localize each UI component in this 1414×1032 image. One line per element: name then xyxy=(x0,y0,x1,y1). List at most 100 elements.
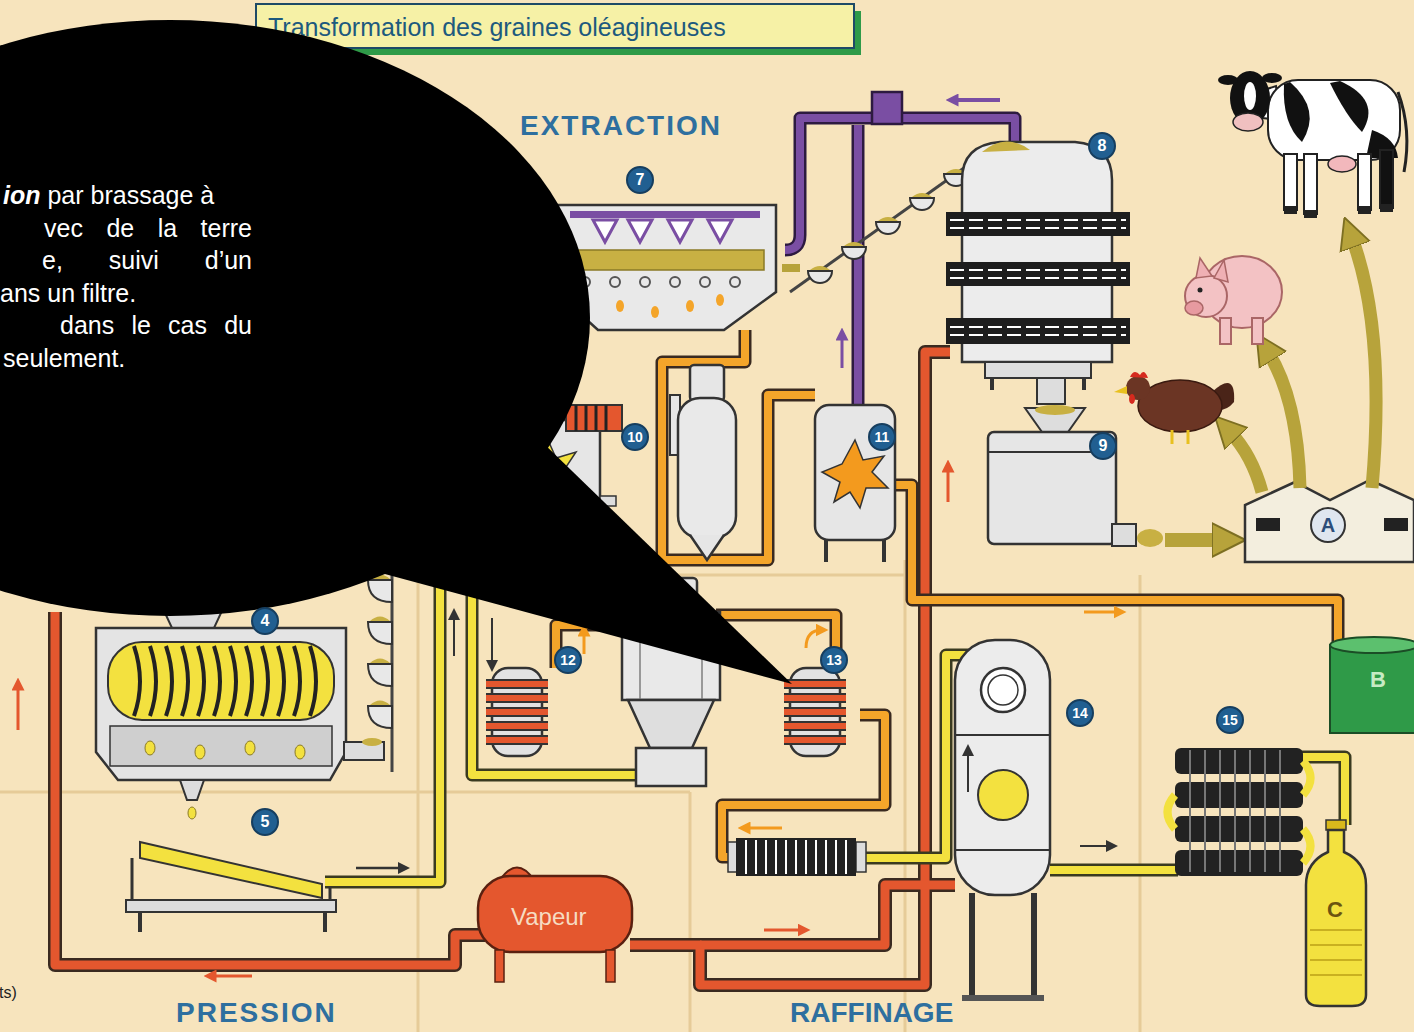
pipes xyxy=(325,552,1345,882)
callout-number-text: 14 xyxy=(1072,706,1088,720)
cow xyxy=(1218,75,1238,85)
deodorizer-column xyxy=(955,640,1050,1001)
cow xyxy=(1328,156,1356,172)
evaporator-column xyxy=(690,365,724,401)
centrifuge xyxy=(628,700,714,748)
oil-filter-tray xyxy=(126,842,336,932)
flow-arrows xyxy=(947,466,950,502)
cow xyxy=(1284,154,1297,210)
extractor-machine xyxy=(570,211,760,218)
deodorizer-column xyxy=(962,995,1044,1001)
callout-number: 9 xyxy=(1089,432,1117,460)
screw-press xyxy=(188,807,196,819)
oil-filter-tray xyxy=(140,842,322,898)
cow xyxy=(1380,150,1393,208)
pig xyxy=(1185,301,1203,315)
deodorizer-column xyxy=(955,640,1050,895)
pig xyxy=(1185,256,1282,344)
text-line: seulement. xyxy=(0,342,252,375)
extractor-machine xyxy=(593,220,732,242)
deodorizer-column xyxy=(988,675,1018,705)
panel-grid xyxy=(689,792,692,1032)
deodorizer-column xyxy=(981,668,1025,712)
callout-number: 8 xyxy=(1088,132,1116,160)
flow-arrows xyxy=(17,684,20,730)
desolventizer-toaster xyxy=(985,362,1091,378)
flow-arrows xyxy=(210,975,252,978)
heat-exchanger xyxy=(856,842,866,872)
callout-number: 13 xyxy=(820,646,848,674)
text-line: ion par brassage à xyxy=(0,179,252,212)
screw-press xyxy=(96,594,384,819)
section-heading: EXTRACTION xyxy=(520,112,722,140)
evaporator-column xyxy=(670,365,736,560)
solvent-stripper xyxy=(815,405,895,540)
callout-number-text: 13 xyxy=(826,653,842,667)
flow-arrows xyxy=(1080,845,1112,847)
cow xyxy=(1262,73,1282,83)
callout-number: 7 xyxy=(626,166,654,194)
tank-label: Vapeur xyxy=(511,905,587,929)
desolventizer-toaster xyxy=(946,318,1130,344)
bubble-note: dans le cas du seulement. xyxy=(0,309,252,374)
extractor-machine xyxy=(686,300,694,312)
callout-number: 11 xyxy=(868,423,896,451)
feed-factory xyxy=(1256,518,1280,531)
feed-factory xyxy=(1384,518,1408,531)
hen xyxy=(1114,386,1127,394)
flow-arrows xyxy=(952,98,1000,102)
cow xyxy=(1218,71,1407,218)
meal-dryer-cooler xyxy=(1112,524,1136,546)
heating-vessels xyxy=(486,684,846,740)
hen xyxy=(1129,394,1135,404)
callout-number-text: 7 xyxy=(636,172,645,188)
callout-number-text: 8 xyxy=(1098,138,1107,154)
heat-exchanger xyxy=(746,840,846,874)
meal-dryer-cooler xyxy=(988,432,1116,544)
callout-number-text: 10 xyxy=(627,430,643,444)
callout-number-text: 11 xyxy=(875,430,890,444)
pig xyxy=(1198,288,1203,293)
product-letter: B xyxy=(1363,669,1393,691)
cake-bucket-elevator xyxy=(370,575,390,706)
oil-bottle xyxy=(1306,820,1366,1006)
oil-cooler xyxy=(1168,748,1311,876)
panel-grid xyxy=(0,791,690,794)
hen xyxy=(1114,372,1234,444)
title-frame xyxy=(256,4,861,55)
callout-number-text: 5 xyxy=(261,814,270,830)
screw-press xyxy=(134,646,316,716)
solvent-stripper xyxy=(826,540,884,562)
meal-dryer-cooler xyxy=(1165,533,1222,547)
panel-grid xyxy=(1139,575,1142,1032)
extractor-machine xyxy=(716,294,724,306)
title-frame xyxy=(256,4,854,48)
oil-cooler xyxy=(1168,761,1311,863)
steam-boiler xyxy=(478,876,632,952)
screw-press xyxy=(108,642,334,720)
steam-boiler xyxy=(495,950,504,982)
callout-number: 4 xyxy=(251,607,279,635)
oil-filter-tray xyxy=(126,900,336,912)
cake-bucket-elevator xyxy=(368,580,392,728)
callout-number-text: 4 xyxy=(261,613,270,629)
screw-press xyxy=(180,780,204,800)
oil-cooler xyxy=(1175,782,1303,808)
meal-dryer-cooler xyxy=(1137,529,1163,547)
text-line: dans le cas du xyxy=(0,309,252,342)
cake-bucket-elevator xyxy=(368,556,392,772)
oil-bottle xyxy=(1326,820,1346,830)
callout-number: 12 xyxy=(554,646,582,674)
deodorizer-column xyxy=(972,893,1034,1000)
flow-arrows xyxy=(764,929,804,932)
flow-arrows xyxy=(744,827,782,830)
extractor-machine xyxy=(651,306,659,318)
oil-bottle xyxy=(1306,830,1366,1006)
callout-number: 10 xyxy=(621,423,649,451)
screw-press xyxy=(362,738,382,746)
oil-cooler xyxy=(1175,816,1303,842)
feed-factory xyxy=(1245,480,1414,562)
meal-bucket-elevator xyxy=(810,169,966,270)
oil-cooler xyxy=(1190,750,1280,872)
